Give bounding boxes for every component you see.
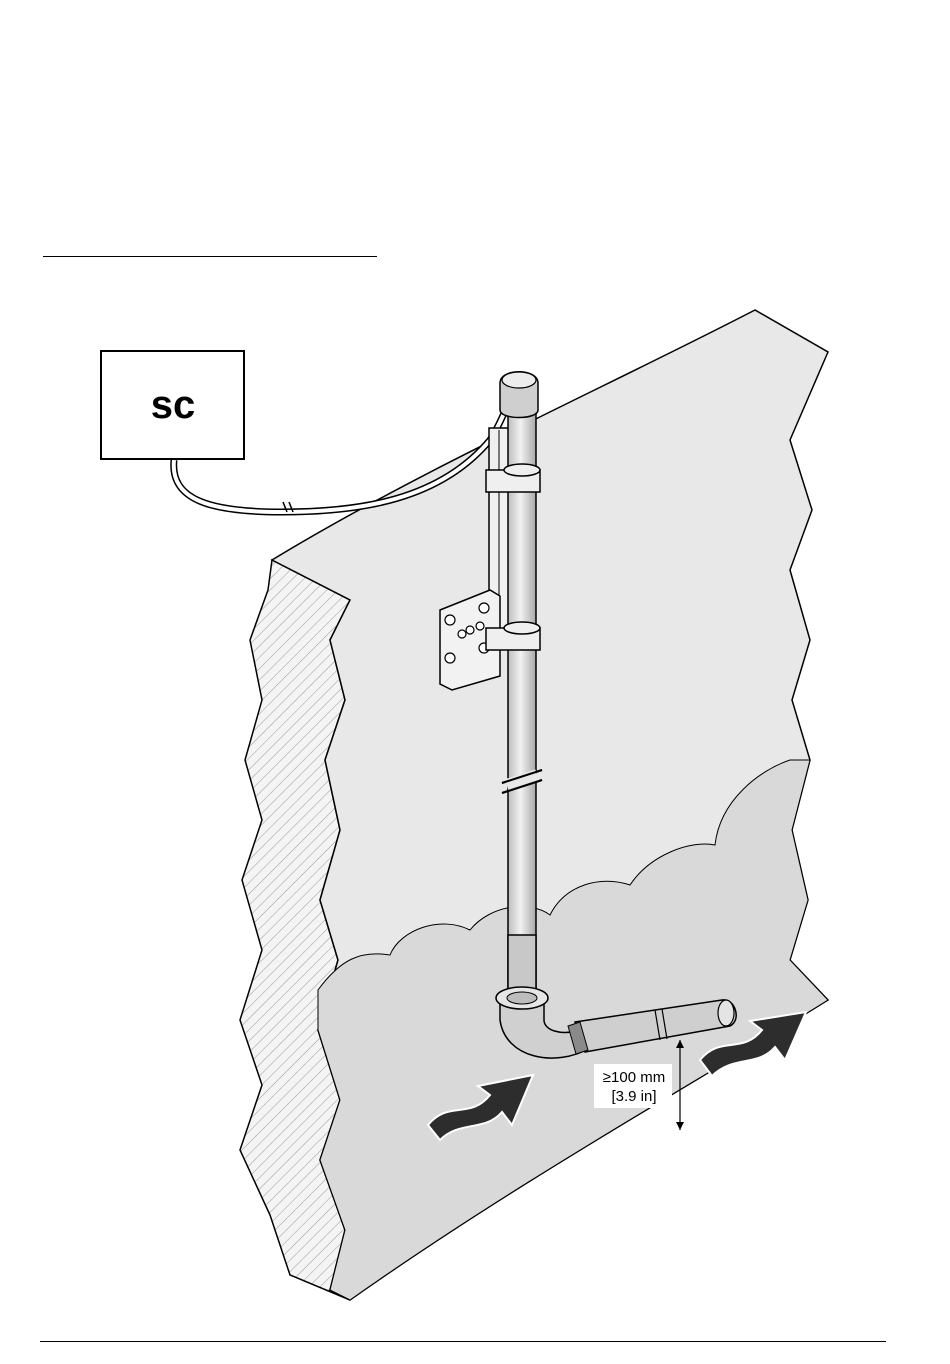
dimension-label-imperial: [3.9 in] xyxy=(611,1088,656,1105)
controller-label: sc xyxy=(151,383,196,427)
dimension-label-metric: ≥100 mm xyxy=(603,1069,665,1086)
